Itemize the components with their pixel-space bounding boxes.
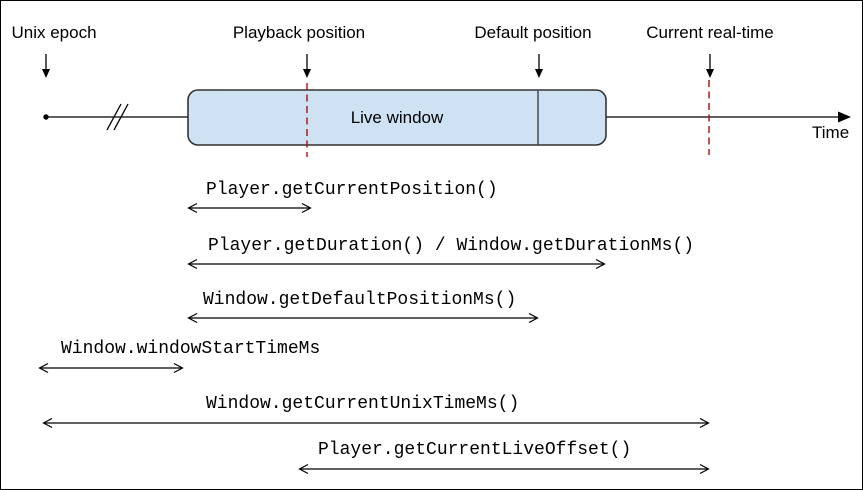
- unix-epoch-pointer-arrow: [42, 54, 50, 78]
- dashed-position-markers: [306, 80, 710, 157]
- time-axis-label: Time: [812, 123, 850, 142]
- get-current-position-label: Player.getCurrentPosition(): [206, 180, 498, 200]
- window-start-time-arrow: [38, 362, 184, 374]
- time-axis-arrowhead: [838, 111, 851, 123]
- axis-break-icon: [106, 103, 129, 131]
- time-axis-origin-dot: [43, 114, 49, 120]
- get-duration-label: Player.getDuration() / Window.getDuratio…: [208, 236, 695, 256]
- window-start-time-label: Window.windowStartTimeMs: [61, 339, 321, 359]
- get-current-live-offset-arrow: [298, 463, 710, 475]
- get-duration-arrow: [187, 258, 606, 270]
- live-window-box: [187, 89, 607, 146]
- get-default-position-arrow: [187, 312, 539, 324]
- current-real-time-pointer-arrow: [706, 54, 714, 78]
- default-position-pointer-arrow: [535, 54, 543, 78]
- get-current-live-offset-label: Player.getCurrentLiveOffset(): [318, 440, 632, 460]
- get-current-unix-time-label: Window.getCurrentUnixTimeMs(): [206, 394, 520, 414]
- playback-position-label: Playback position: [232, 23, 366, 42]
- marker-pointer-arrows: [42, 54, 714, 78]
- default-position-label: Default position: [474, 23, 592, 42]
- playback-position-pointer-arrow: [303, 54, 311, 78]
- get-current-unix-time-arrow: [42, 417, 710, 429]
- unix-epoch-label: Unix epoch: [11, 23, 97, 42]
- get-current-position-arrow: [187, 202, 312, 214]
- live-window-label: Live window: [350, 107, 444, 127]
- measure-arrows: [38, 202, 710, 475]
- get-default-position-label: Window.getDefaultPositionMs(): [203, 290, 517, 310]
- current-real-time-label: Current real-time: [646, 23, 774, 42]
